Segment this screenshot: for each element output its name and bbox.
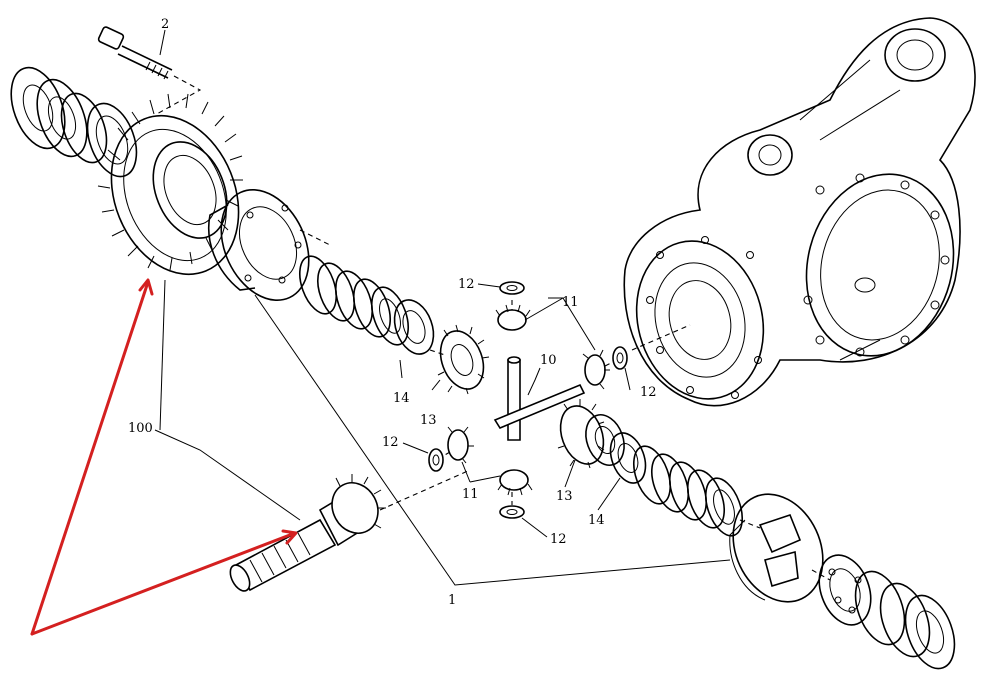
- callout-labels: 2 12 11 10 12 14 13 100 12 11 13 14 12 1: [128, 17, 657, 608]
- callout-14-right: 14: [588, 513, 605, 528]
- clutch-pack-left: [298, 255, 410, 346]
- pinion-gear-bottom: [497, 469, 533, 496]
- washer-top: [499, 281, 525, 295]
- ring-gear: [97, 93, 243, 276]
- callout-11-bottom: 11: [462, 487, 479, 502]
- callout-11-top: 11: [562, 295, 579, 310]
- red-pointer-arrows: [30, 278, 298, 636]
- pinion-gear-right: [582, 349, 610, 390]
- callout-12-top: 12: [458, 277, 475, 292]
- callout-14-left: 14: [393, 391, 410, 406]
- callout-13-right: 13: [556, 489, 573, 504]
- callout-12-left: 12: [382, 435, 399, 450]
- left-bearing-stack: [10, 66, 138, 178]
- washer-bottom: [499, 505, 525, 519]
- cross-shaft: [493, 356, 586, 441]
- clutch-pack-right: [632, 445, 744, 537]
- washer-right: [612, 346, 628, 370]
- callout-10: 10: [540, 353, 557, 368]
- thrust-washer-left: [393, 299, 435, 355]
- thrust-washer-right: [609, 432, 647, 484]
- callout-12-right: 12: [640, 385, 657, 400]
- right-bearing-stack: [818, 554, 956, 670]
- axle-housing: [623, 17, 976, 407]
- callout-12-bottom: 12: [550, 532, 567, 547]
- pinion-gear-left: [447, 426, 474, 464]
- pinion-shaft: [229, 474, 386, 592]
- assembly-axis: [379, 300, 831, 581]
- pinion-gear-top: [495, 304, 531, 331]
- bolt-part-2: [97, 26, 202, 116]
- washer-left: [428, 448, 444, 472]
- differential-case-right: [729, 493, 824, 603]
- leader-lines: [154, 29, 731, 586]
- differential-case-left: [208, 188, 331, 302]
- housing-bolt-holes: [646, 173, 950, 399]
- callout-2: 2: [161, 17, 169, 32]
- callout-13-left: 13: [420, 413, 437, 428]
- callout-100: 100: [128, 421, 153, 436]
- side-gear-left: [437, 324, 490, 395]
- callout-1: 1: [448, 593, 456, 608]
